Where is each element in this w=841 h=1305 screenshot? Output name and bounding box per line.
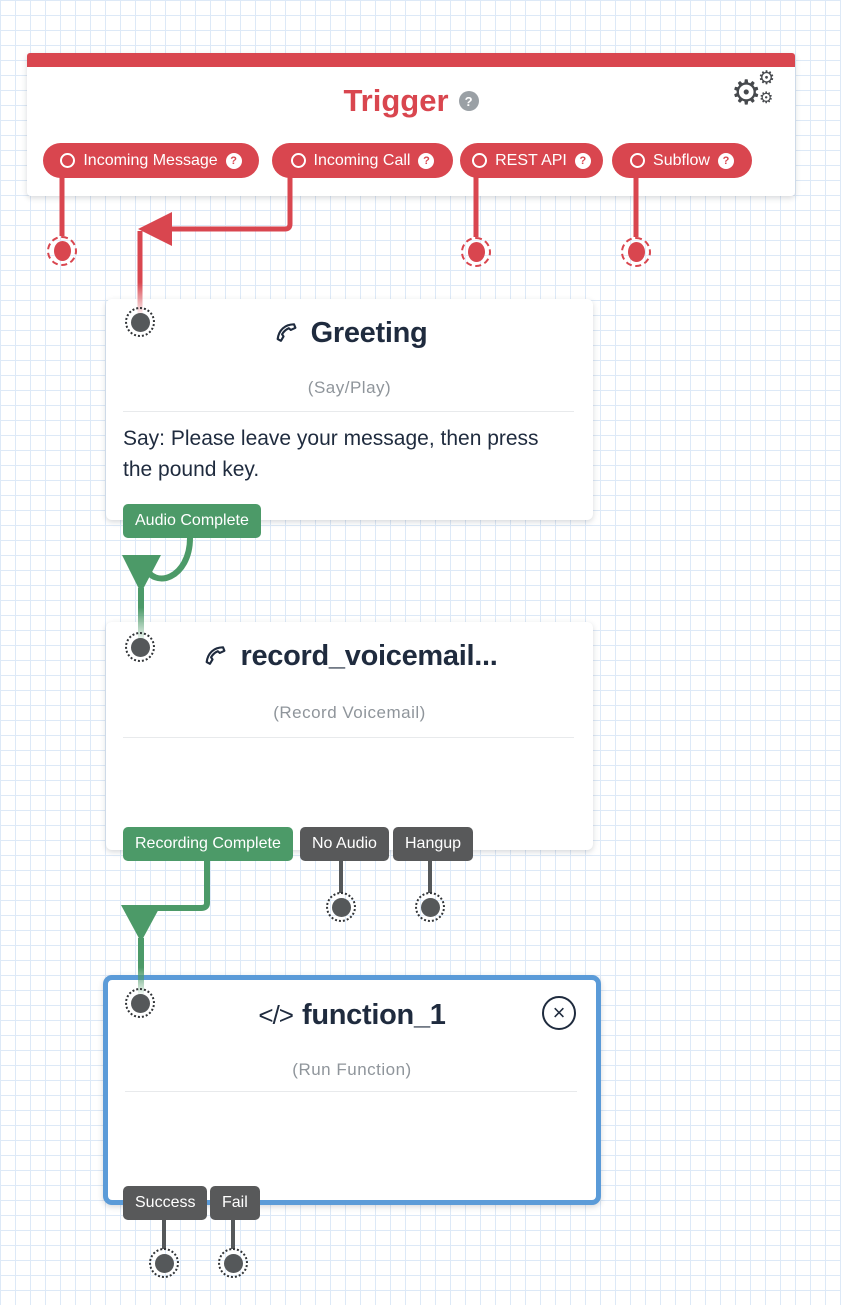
widget-title: Greeting bbox=[310, 316, 428, 349]
trigger-help-icon[interactable]: ? bbox=[458, 91, 479, 111]
transition-success[interactable]: Success bbox=[123, 1186, 208, 1220]
phone-icon bbox=[206, 646, 226, 665]
connector-dot-incoming-message[interactable] bbox=[47, 236, 77, 266]
transition-hangup[interactable]: Hangup bbox=[393, 827, 474, 861]
widget-title: record_voicemail... bbox=[240, 639, 498, 672]
connector-dot-success[interactable] bbox=[149, 1248, 179, 1278]
divider bbox=[123, 411, 574, 412]
connector-arrowhead bbox=[138, 212, 172, 246]
widget-type-label: (Record Voicemail) bbox=[273, 703, 426, 722]
connector-dot-subflow[interactable] bbox=[621, 237, 651, 267]
widget-record-voicemail[interactable]: record_voicemail... (Record Voicemail) bbox=[106, 622, 593, 850]
pill-label: Incoming Call bbox=[313, 151, 411, 169]
gear-icon: ⚙ bbox=[731, 74, 762, 112]
pill-label: REST API bbox=[495, 151, 567, 169]
channel-circle-icon bbox=[60, 153, 76, 168]
close-glyph: × bbox=[552, 1000, 566, 1025]
transition-no-audio[interactable]: No Audio bbox=[300, 827, 389, 861]
gear-icon: ⚙ bbox=[759, 90, 774, 107]
close-icon[interactable]: × bbox=[542, 996, 576, 1030]
widget-body-text: Say: Please leave your message, then pre… bbox=[123, 427, 539, 481]
connector-funnel bbox=[122, 555, 161, 593]
code-icon: </> bbox=[258, 999, 294, 1030]
gear-icon: ⚙ bbox=[758, 68, 776, 89]
channel-circle-icon bbox=[630, 153, 646, 168]
trigger-accent-bar bbox=[27, 53, 795, 67]
pill-label: Subflow bbox=[653, 151, 710, 169]
trigger-pill-rest-api[interactable]: REST API ? bbox=[460, 143, 603, 178]
input-dot-greeting[interactable] bbox=[125, 307, 155, 337]
transition-audio-complete[interactable]: Audio Complete bbox=[123, 504, 261, 538]
connector-funnel bbox=[121, 905, 161, 942]
transition-fail[interactable]: Fail bbox=[210, 1186, 260, 1220]
widget-type-label: (Say/Play) bbox=[307, 378, 392, 397]
widget-greeting[interactable]: Greeting (Say/Play) Say: Please leave yo… bbox=[106, 299, 593, 520]
help-icon[interactable]: ? bbox=[225, 152, 242, 169]
channel-circle-icon bbox=[290, 153, 306, 168]
connector-dot-fail[interactable] bbox=[218, 1248, 248, 1278]
trigger-widget[interactable]: Trigger ? ⚙ ⚙ ⚙ Incoming Message ? Incom… bbox=[27, 53, 795, 196]
divider bbox=[123, 737, 574, 738]
divider bbox=[125, 1091, 577, 1092]
pill-label: Incoming Message bbox=[83, 151, 218, 169]
help-icon[interactable]: ? bbox=[717, 152, 734, 169]
help-icon[interactable]: ? bbox=[574, 152, 591, 169]
connector-dot-hangup[interactable] bbox=[415, 892, 445, 922]
connector-dot-rest-api[interactable] bbox=[461, 237, 491, 267]
trigger-settings-gears-icon[interactable]: ⚙ ⚙ ⚙ bbox=[731, 69, 779, 113]
connector-dot-no-audio[interactable] bbox=[326, 892, 356, 922]
trigger-pill-subflow[interactable]: Subflow ? bbox=[612, 143, 752, 178]
widget-type-label: (Run Function) bbox=[292, 1060, 412, 1079]
trigger-title: Trigger bbox=[343, 83, 449, 118]
transition-recording-complete[interactable]: Recording Complete bbox=[123, 827, 293, 861]
connector-recording-complete-elbow bbox=[146, 861, 210, 911]
input-dot-function-1[interactable] bbox=[125, 988, 155, 1018]
trigger-pill-incoming-message[interactable]: Incoming Message ? bbox=[43, 143, 259, 178]
phone-icon bbox=[276, 323, 297, 342]
channel-circle-icon bbox=[472, 153, 488, 168]
input-dot-record-voicemail[interactable] bbox=[125, 632, 155, 662]
widget-function-1[interactable]: </> function_1 × (Run Function) bbox=[103, 975, 601, 1205]
help-icon[interactable]: ? bbox=[418, 152, 435, 169]
connector-audio-complete-hook bbox=[141, 535, 193, 582]
widget-title: function_1 bbox=[301, 998, 446, 1031]
trigger-pill-incoming-call[interactable]: Incoming Call ? bbox=[272, 143, 453, 178]
